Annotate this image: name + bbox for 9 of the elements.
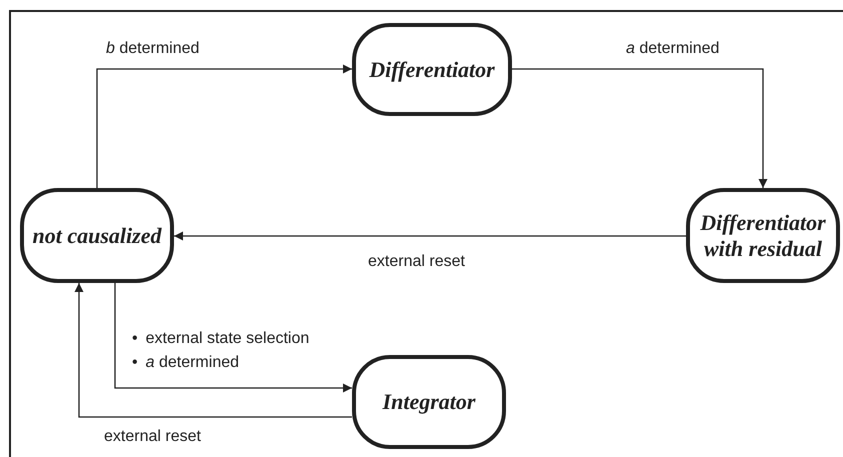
state-box: not causalized: [20, 188, 174, 283]
arrow: [114, 283, 352, 392]
arrow: [96, 64, 352, 188]
arrow: [174, 232, 686, 240]
state-box: Differentiator with residual: [686, 188, 840, 283]
arrow: [74, 283, 352, 418]
arrow: [512, 68, 768, 188]
state-box: Integrator: [352, 355, 506, 449]
state-box: Differentiator: [352, 23, 512, 116]
